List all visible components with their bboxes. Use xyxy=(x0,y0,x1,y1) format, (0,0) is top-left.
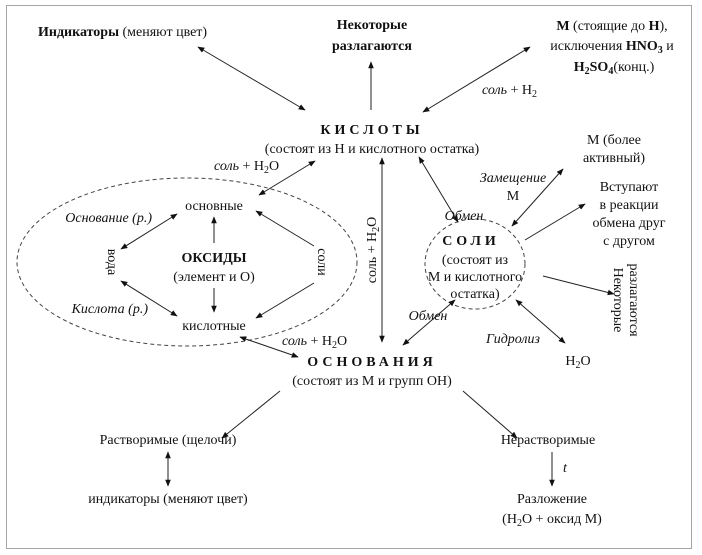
salts-decompose-line2: разлагаются xyxy=(626,263,641,337)
arrow-salts-active-metal xyxy=(511,168,564,227)
bases-decomposition: Разложение xyxy=(517,492,587,507)
arrow-acidic-bases xyxy=(239,336,299,358)
salts-exchange-line1: Вступают xyxy=(600,180,659,195)
arrow-acids-metals xyxy=(422,46,531,113)
bases-title: ОСНОВАНИЯ xyxy=(307,355,436,370)
salts-substitution-line2: М xyxy=(507,189,520,204)
oxides-salts: соли xyxy=(314,248,329,276)
salts-exchange-line3: обмена друг xyxy=(593,216,666,231)
diagram-frame xyxy=(6,5,692,549)
acids-indicators-label: Индикаторы (меняют цвет) xyxy=(38,25,207,40)
salts-exchange-line4: с другом xyxy=(603,234,655,249)
salts-decompose-line1: Некоторые xyxy=(610,268,625,333)
arrow-water-acidic xyxy=(120,280,178,317)
oxides-salt-water-top: соль + H2O xyxy=(214,159,279,176)
arrow-salts-acidic xyxy=(255,282,315,319)
acids-subtitle: (состоят из Н и кислотного остатка) xyxy=(265,142,480,157)
acids-metals-line3: H2SO4(конц.) xyxy=(574,60,655,77)
bases-insoluble: Нерастворимые xyxy=(501,433,595,448)
salts-title: СОЛИ xyxy=(442,234,500,249)
bases-subtitle: (состоят из М и групп ОН) xyxy=(292,374,452,389)
arrow-basic-water xyxy=(120,213,178,250)
salts-line1: (состоят из xyxy=(442,253,509,268)
salts-substitution-line1: Замещение xyxy=(480,171,546,186)
oxides-base-label: Основание (р.) xyxy=(65,211,152,226)
acids-title: КИСЛОТЫ xyxy=(320,123,423,138)
arrow-salts-bases xyxy=(402,299,456,346)
bases-indicators: индикаторы (меняют цвет) xyxy=(88,492,248,507)
acids-metals-line2: исключения HNO3 и xyxy=(550,39,674,56)
oxides-basic: основные xyxy=(185,199,243,214)
oxides-salt-water-bottom: соль + H2O xyxy=(282,334,347,351)
salts-water: H2O xyxy=(565,354,590,371)
salts-active-metal-line1: М (более xyxy=(587,133,641,148)
salts-line3: остатка) xyxy=(450,287,500,302)
arrow-bases-insoluble xyxy=(462,390,518,439)
oxides-water: вода xyxy=(104,249,119,276)
oxides-ellipse xyxy=(16,177,358,347)
oxides-acid-label: Кислота (р.) xyxy=(71,302,149,317)
salts-exchange-line2: в реакции xyxy=(600,198,659,213)
salts-exchange-top: Обмен xyxy=(445,209,484,224)
acids-salt-h2-label: соль + H2 xyxy=(482,83,537,100)
arrow-salts-exchange xyxy=(524,203,586,241)
salts-line2: М и кислотного xyxy=(428,270,522,285)
salts-active-metal-line2: активный) xyxy=(583,151,645,166)
oxides-acidic: кислотные xyxy=(182,319,246,334)
arrow-salts-decompose xyxy=(542,275,615,296)
bases-soluble: Растворимые (щелочи) xyxy=(100,433,237,448)
arrow-acids-basic-oxides xyxy=(258,160,316,196)
acids-decompose-line1: Некоторые xyxy=(337,18,407,33)
arrow-acids-indicators xyxy=(197,46,306,111)
arrow-acids-salts xyxy=(418,156,459,223)
acids-metals-line1: М (стоящие до Н), xyxy=(556,19,667,34)
arrow-salts-water xyxy=(515,299,566,344)
center-salt-water-label: соль + H2O xyxy=(365,217,382,284)
oxides-subtitle: (элемент и О) xyxy=(173,270,255,285)
acids-decompose-line2: разлагаются xyxy=(332,39,412,54)
salts-hydrolysis: Гидролиз xyxy=(485,332,541,347)
salts-ellipse xyxy=(424,218,526,310)
arrow-salts-basic xyxy=(255,210,315,247)
bases-decomposition-products: (H2O + оксид М) xyxy=(502,512,602,529)
arrow-bases-soluble xyxy=(221,390,281,439)
bases-heat-label: t xyxy=(563,461,568,476)
oxides-title: ОКСИДЫ xyxy=(181,251,246,266)
